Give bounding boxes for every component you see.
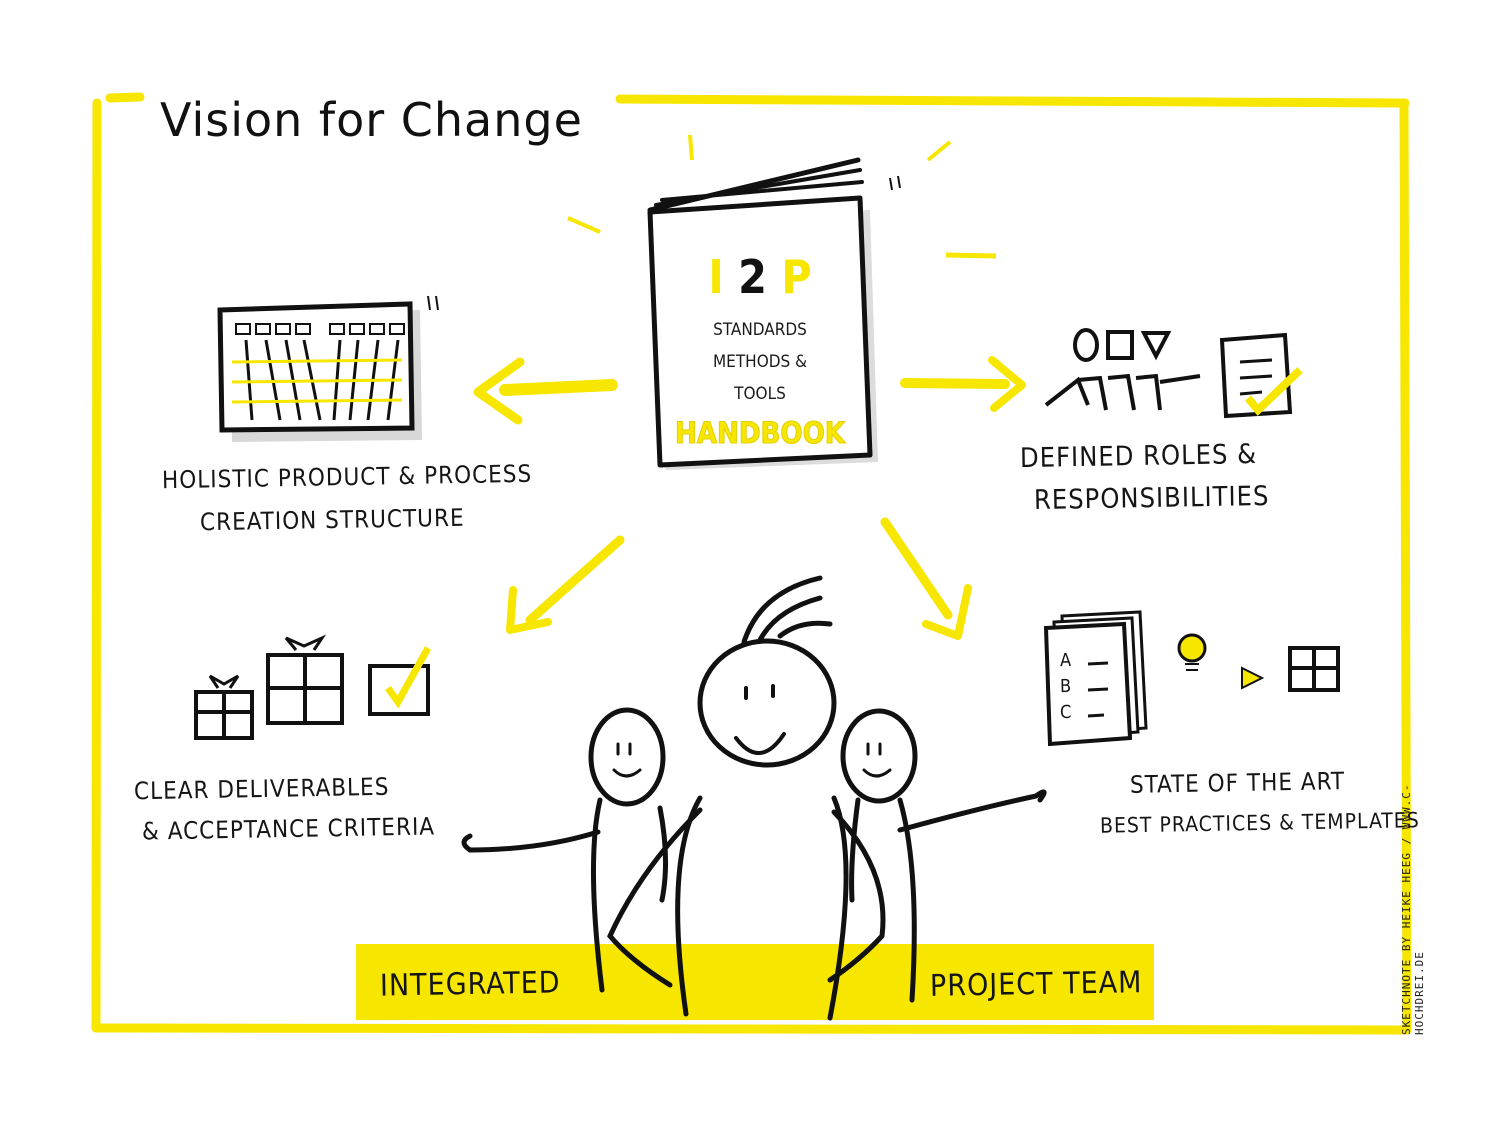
label-deliverables-line-1: Clear Deliverables bbox=[133, 772, 390, 806]
deliverables-icon bbox=[194, 634, 432, 740]
label-state-line-1: State of the Art bbox=[1129, 767, 1346, 799]
team-banner bbox=[356, 944, 1154, 1020]
handbook-icon bbox=[567, 134, 997, 470]
handbook-code: I 2 P bbox=[690, 250, 830, 304]
team-people-icon bbox=[461, 575, 1047, 1021]
process-board-icon bbox=[217, 295, 439, 442]
label-roles-line-2: Responsibilities bbox=[1033, 480, 1270, 517]
handbook-word: Handbook bbox=[675, 416, 846, 451]
handbook-line-3: Tools bbox=[734, 384, 786, 404]
handbook-line-1: Standards bbox=[713, 320, 807, 340]
templates-icon bbox=[1043, 610, 1340, 747]
template-letter-b: B bbox=[1059, 675, 1073, 698]
label-deliverables-line-2: & Acceptance Criteria bbox=[141, 812, 436, 846]
handbook-code-b: 2 bbox=[738, 250, 767, 304]
handbook-code-a: I bbox=[708, 250, 724, 304]
arrows bbox=[473, 356, 1026, 640]
handbook-code-c: P bbox=[781, 250, 812, 304]
label-holistic-line-2: Creation Structure bbox=[199, 503, 465, 537]
roles-icon bbox=[1044, 328, 1303, 419]
template-letter-c: C bbox=[1059, 701, 1073, 724]
yellow-frame bbox=[91, 92, 1412, 1035]
banner-right-text: Project Team bbox=[929, 965, 1143, 1004]
handbook-line-2: Methods & bbox=[712, 352, 807, 372]
page-title: Vision for Change bbox=[160, 92, 583, 147]
template-letter-a: A bbox=[1059, 649, 1073, 672]
label-roles-line-1: Defined Roles & bbox=[1019, 438, 1258, 475]
banner-left-text: Integrated bbox=[379, 965, 561, 1004]
label-state-line-2: Best Practices & Templates bbox=[1099, 808, 1420, 838]
credit-text: Sketchnote by Heike Heeg / www.c-hochdre… bbox=[1400, 783, 1426, 1035]
